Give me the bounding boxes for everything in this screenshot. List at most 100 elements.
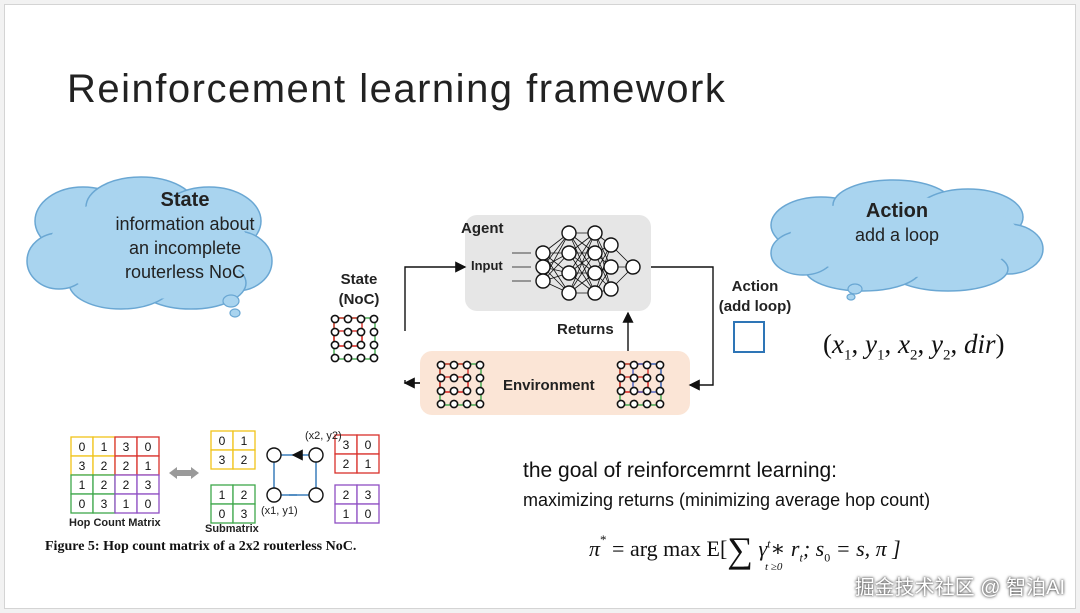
- neuron: [587, 285, 603, 301]
- environment-noc-grid-left: [436, 360, 485, 409]
- noc-node: [642, 386, 652, 396]
- tuple-y2: y: [930, 329, 943, 359]
- tuple-y2-sub: 2: [942, 347, 951, 364]
- noc-node: [343, 353, 353, 363]
- noc-node: [449, 386, 459, 396]
- neuron: [587, 225, 603, 241]
- matrix-cell-value: 0: [79, 497, 86, 511]
- formula-gamma-sup: t: [767, 536, 771, 551]
- state-noc-grid: [330, 314, 379, 363]
- action-label-line-2: (add loop): [718, 298, 792, 315]
- neural-network-icon: [512, 225, 641, 301]
- noc-node: [616, 360, 626, 370]
- environment-noc-grid-right: [616, 360, 665, 409]
- noc-node: [449, 360, 459, 370]
- noc-node: [629, 373, 639, 383]
- noc-node: [462, 386, 472, 396]
- matrix-cell-value: 2: [241, 453, 248, 467]
- formula-s-sub: 0: [824, 550, 831, 565]
- state-cloud: [26, 176, 273, 318]
- formula-sigma-sub: t ≥0: [765, 561, 783, 573]
- matrix-cell-value: 2: [241, 488, 248, 502]
- neuron: [535, 259, 551, 275]
- noc-node: [629, 360, 639, 370]
- matrix-cell-value: 0: [145, 440, 152, 454]
- tuple-x2-sub: 2: [909, 347, 918, 364]
- noc-node: [449, 373, 459, 383]
- noc-node: [642, 399, 652, 409]
- neuron: [587, 265, 603, 281]
- coord-top: (x2, y2): [305, 430, 342, 442]
- noc-loop: [333, 317, 376, 360]
- action-label: Action (add loop): [705, 277, 805, 317]
- matrix-cell: [232, 449, 256, 470]
- noc-node: [642, 373, 652, 383]
- formula-gamma: γ: [758, 536, 768, 561]
- matrix-cell-value: 0: [79, 440, 86, 454]
- hop-matrix-label: Hop Count Matrix: [69, 517, 161, 529]
- noc-node: [436, 373, 446, 383]
- matrix-cell-value: 2: [343, 457, 350, 471]
- noc-node: [436, 386, 446, 396]
- noc-node: [655, 399, 665, 409]
- noc-node: [475, 386, 485, 396]
- matrix-cell-value: 2: [123, 459, 130, 473]
- formula-rest: = s, π ]: [835, 536, 901, 561]
- noc-node: [642, 360, 652, 370]
- state-line-2: an incomplete: [128, 238, 242, 258]
- noc-node: [330, 314, 340, 324]
- formula-r-sub: t: [799, 550, 803, 565]
- action-body: add a loop: [854, 225, 940, 245]
- noc-node: [369, 353, 379, 363]
- matrix-cell-value: 1: [123, 497, 130, 511]
- figure-caption: Figure 5: Hop count matrix of a 2x2 rout…: [45, 539, 357, 554]
- state-cloud-text: State information about an incomplete ro…: [85, 189, 285, 284]
- noc-node: [475, 360, 485, 370]
- noc-node: [343, 340, 353, 350]
- matrix-cell: [232, 503, 256, 524]
- noc-node: [330, 353, 340, 363]
- noc-node: [616, 373, 626, 383]
- matrix-cell-value: 3: [145, 478, 152, 492]
- matrix-cell-value: 0: [365, 507, 372, 521]
- returns-label: Returns: [557, 321, 614, 338]
- neuron: [561, 225, 577, 241]
- matrix-cell-value: 3: [79, 459, 86, 473]
- input-label: Input: [471, 258, 503, 273]
- noc-node: [475, 399, 485, 409]
- noc-node: [356, 353, 366, 363]
- formula-s: ; s: [802, 536, 825, 561]
- matrix-cell-value: 2: [101, 478, 108, 492]
- matrix-cell: [356, 453, 380, 474]
- action-cloud-text: Action add a loop: [797, 200, 997, 247]
- slide: Reinforcement learning framework State i…: [4, 4, 1076, 609]
- noc-node: [475, 373, 485, 383]
- noc-node: [369, 340, 379, 350]
- formula-sigma: ∑: [727, 530, 753, 570]
- noc-node: [369, 314, 379, 324]
- neuron: [561, 245, 577, 261]
- matrix-cell-value: 2: [343, 488, 350, 502]
- neuron: [535, 273, 551, 289]
- noc-node: [343, 327, 353, 337]
- noc-node: [655, 386, 665, 396]
- action-heading: Action: [865, 200, 929, 222]
- noc-node: [616, 399, 626, 409]
- matrix-cell-value: 0: [219, 434, 226, 448]
- tuple-y1-sub: 1: [876, 347, 885, 364]
- matrix-cell-value: 1: [79, 478, 86, 492]
- matrix-cell-value: 3: [219, 453, 226, 467]
- matrix-cell-value: 1: [365, 457, 372, 471]
- matrix-cell-value: 1: [343, 507, 350, 521]
- state-label-line-2: (NoC): [338, 291, 380, 308]
- noc-node: [436, 360, 446, 370]
- matrix-cell-value: 3: [241, 507, 248, 521]
- formula-star: *: [600, 531, 607, 547]
- submatrix-label: Submatrix: [205, 523, 259, 535]
- matrix-cell-value: 1: [219, 488, 226, 502]
- noc-node: [436, 399, 446, 409]
- coord-bottom: (x1, y1): [261, 505, 298, 517]
- noc-node: [462, 360, 472, 370]
